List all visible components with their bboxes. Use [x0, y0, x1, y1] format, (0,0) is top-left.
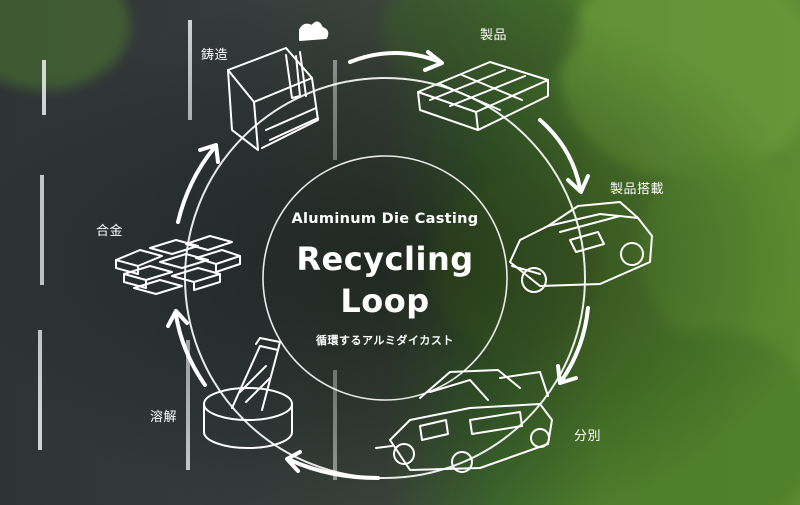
alloy-ingots-icon: [115, 235, 241, 295]
car-with-product-icon: [509, 201, 653, 293]
flow-arrow-icon: [285, 450, 380, 480]
flow-arrow-icon: [176, 143, 220, 224]
flow-arrow-icon: [348, 50, 444, 72]
step-label-product-loading: 製品搭載: [610, 182, 665, 197]
flow-arrow-icon: [166, 309, 207, 387]
step-label-sorting: 分別: [574, 429, 602, 444]
center-title-line1: Recycling: [296, 240, 474, 278]
car-dismantling-icon: [375, 369, 553, 473]
aluminum-product-frame-icon: [417, 61, 549, 131]
center-title-line2: Loop: [340, 282, 430, 320]
outer-loop-circle: [184, 77, 586, 479]
die-casting-machine-icon: [227, 21, 329, 151]
melting-furnace-icon: [203, 337, 293, 449]
step-label-product: 製品: [480, 28, 508, 43]
step-label-melting: 溶解: [150, 410, 178, 425]
flow-arrow-icon: [538, 118, 590, 194]
step-label-casting: 鋳造: [201, 48, 229, 63]
center-circle: [262, 155, 508, 401]
flow-arrow-icon: [556, 306, 590, 385]
center-subtitle: Aluminum Die Casting: [291, 211, 479, 227]
center-caption: 循環するアルミダイカスト: [316, 334, 454, 347]
step-label-alloy: 合金: [96, 224, 124, 239]
